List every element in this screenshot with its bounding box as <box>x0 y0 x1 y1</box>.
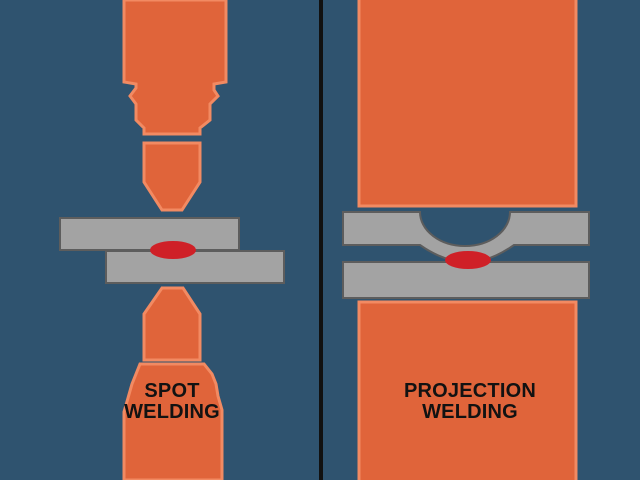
projection-label-line1: PROJECTION <box>403 380 537 402</box>
spot-welding-panel <box>59 0 285 480</box>
projection-upper-electrode <box>357 0 578 208</box>
spot-lower-electrode <box>122 362 224 480</box>
projection-weld-nugget <box>445 251 491 269</box>
spot-upper-electrode <box>122 0 228 136</box>
spot-upper-plate <box>59 217 240 251</box>
spot-lower-electrode-tip <box>142 286 202 362</box>
spot-lower-plate <box>105 250 285 284</box>
projection-label-line2: WELDING <box>422 401 518 423</box>
spot-upper-electrode-tip <box>142 141 202 212</box>
projection-welding-panel <box>342 0 590 480</box>
spot-label-line2: WELDING <box>124 401 220 423</box>
spot-welding-label: SPOT WELDING <box>112 381 232 423</box>
projection-welding-label: PROJECTION WELDING <box>388 381 552 423</box>
spot-label-line1: SPOT <box>144 380 200 402</box>
panel-divider <box>319 0 323 480</box>
projection-lower-electrode <box>357 300 578 480</box>
spot-weld-nugget <box>150 241 196 259</box>
